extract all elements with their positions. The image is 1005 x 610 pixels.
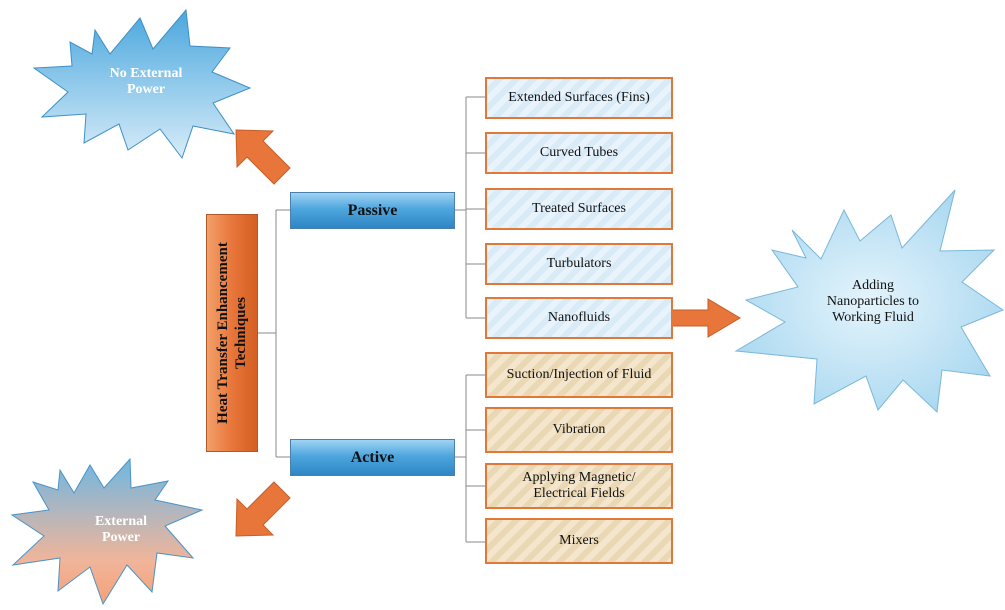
no-external-power-label: No External Power	[109, 66, 183, 97]
active-label: Active	[350, 448, 395, 466]
passive-category: Passive	[290, 192, 455, 229]
passive-item-label: Curved Tubes	[539, 145, 619, 160]
active-item-label: Applying Magnetic/ Electrical Fields	[522, 470, 636, 501]
active-item-label: Suction/Injection of Fluid	[506, 367, 652, 382]
passive-item-curved-tubes: Curved Tubes	[485, 132, 673, 174]
passive-item-label: Extended Surfaces (Fins)	[508, 90, 650, 105]
arrow-to-external-power	[235, 481, 291, 537]
passive-label: Passive	[347, 201, 398, 219]
root-branch-line	[258, 209, 290, 458]
active-branch-line	[455, 374, 485, 543]
passive-item-nanofluids: Nanofluids	[485, 297, 673, 339]
external-power-label: External Power	[94, 514, 148, 545]
no-external-power-starburst	[32, 8, 252, 160]
passive-item-label: Treated Surfaces	[532, 201, 626, 216]
active-item-label: Mixers	[559, 533, 599, 548]
active-item-mixers: Mixers	[485, 518, 673, 564]
active-item-label: Vibration	[552, 422, 606, 437]
active-item-magnetic-electrical: Applying Magnetic/ Electrical Fields	[485, 463, 673, 509]
arrow-to-nanoparticles	[671, 298, 741, 338]
active-item-vibration: Vibration	[485, 407, 673, 453]
passive-item-turbulators: Turbulators	[485, 243, 673, 285]
root-title: Heat Transfer Enhancement Techniques	[215, 242, 249, 424]
arrow-to-no-external-power	[235, 129, 291, 185]
external-power-starburst	[10, 457, 204, 606]
passive-item-label: Nanofluids	[547, 310, 611, 325]
nanoparticles-starburst	[734, 189, 1005, 414]
active-item-suction-injection: Suction/Injection of Fluid	[485, 352, 673, 398]
passive-item-label: Turbulators	[546, 256, 612, 271]
active-category: Active	[290, 439, 455, 476]
nanoparticles-label: Adding Nanoparticles to Working Fluid	[826, 278, 920, 325]
passive-item-treated-surfaces: Treated Surfaces	[485, 188, 673, 230]
root-node: Heat Transfer Enhancement Techniques	[206, 214, 258, 452]
passive-branch-line	[455, 96, 485, 319]
passive-item-fins: Extended Surfaces (Fins)	[485, 77, 673, 119]
